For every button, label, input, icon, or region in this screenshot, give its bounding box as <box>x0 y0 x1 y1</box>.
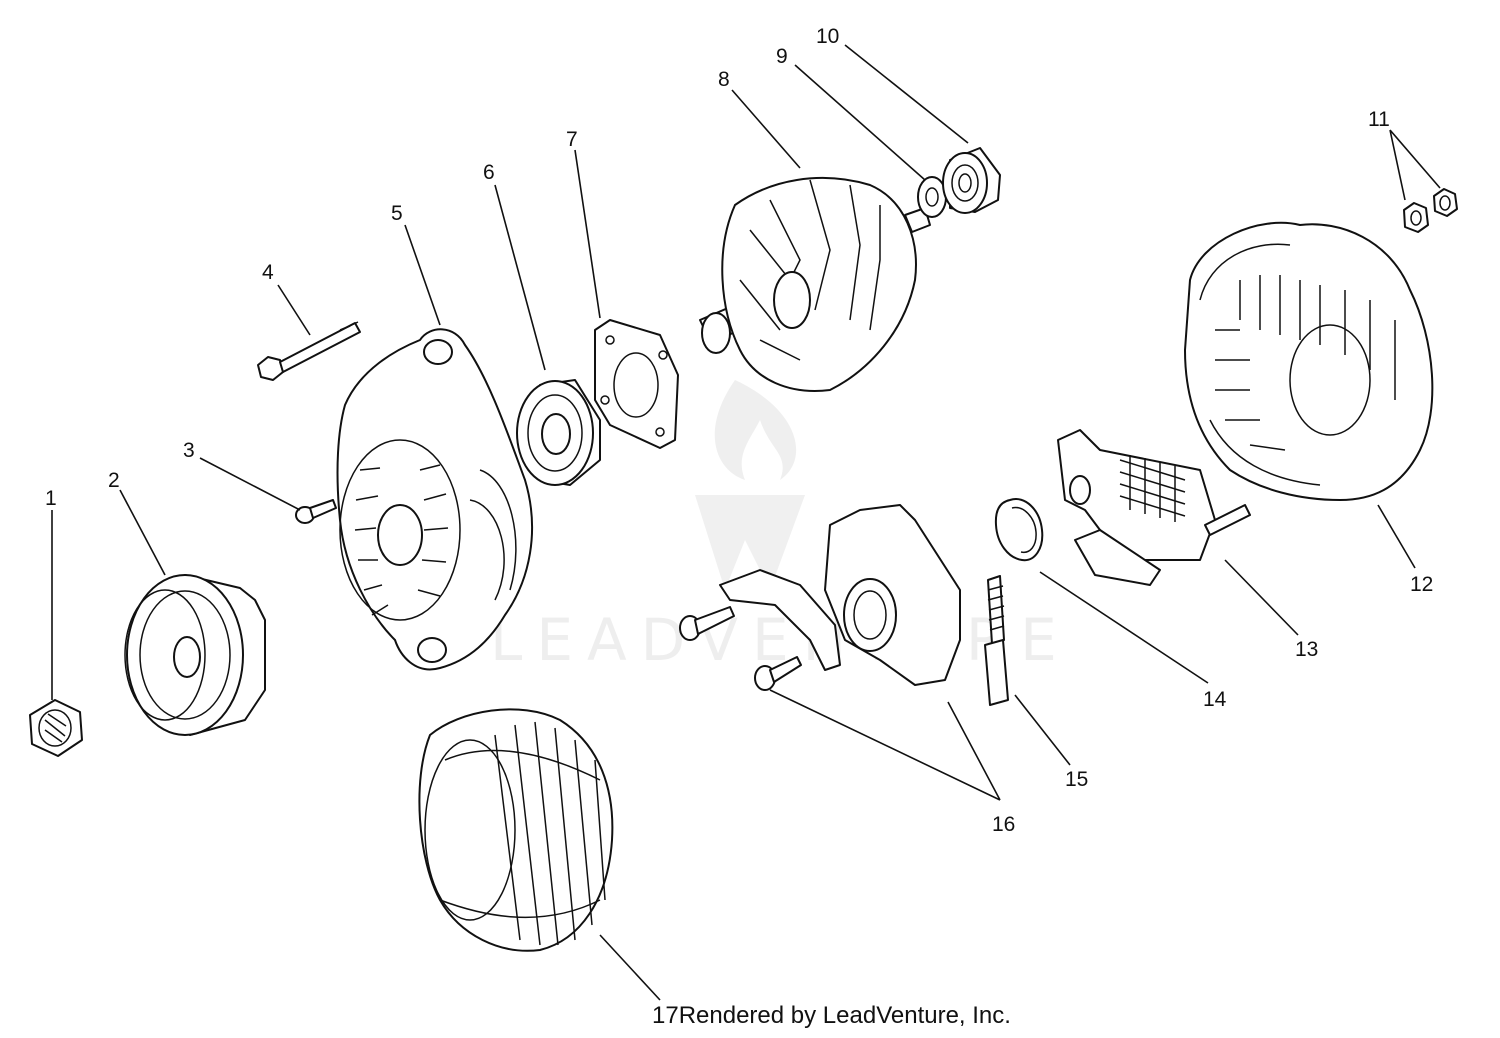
callout-6: 6 <box>483 161 495 184</box>
part-12-rear-housing <box>1184 221 1434 501</box>
watermark-text: LEADVENTURE <box>490 606 1071 674</box>
watermark: LEADVENTURE <box>490 380 1071 674</box>
callout-15: 15 <box>1065 768 1088 791</box>
part-1-nut <box>29 699 83 757</box>
callout-12: 12 <box>1410 573 1433 596</box>
callout-3: 3 <box>183 439 195 462</box>
callout-numbers: 1 2 3 4 5 6 7 8 9 10 11 12 13 14 15 16 <box>45 25 1433 836</box>
part-14-ring <box>994 498 1044 562</box>
callout-8: 8 <box>718 68 730 91</box>
callout-9: 9 <box>776 45 788 68</box>
footer-caption: 17Rendered by LeadVenture, Inc. <box>652 1002 1011 1030</box>
callout-10: 10 <box>816 25 839 48</box>
part-9-washer <box>917 176 947 218</box>
part-8-rotor <box>699 176 931 392</box>
part-11-nuts <box>1403 188 1458 233</box>
part-7-plate <box>594 319 679 449</box>
callout-5: 5 <box>391 202 403 225</box>
part-15-brush <box>984 575 1009 706</box>
callout-17: 17 <box>652 1002 679 1029</box>
part-4-bolt <box>257 321 361 381</box>
callout-16: 16 <box>992 813 1015 836</box>
callout-11: 11 <box>1368 108 1390 131</box>
callout-13: 13 <box>1295 638 1318 661</box>
part-3-screw <box>295 499 337 524</box>
part-13-rectifier <box>1057 429 1251 586</box>
part-17-stator <box>418 708 614 952</box>
part-10-rear-bearing <box>942 147 1001 214</box>
part-6-bearing <box>516 379 601 486</box>
part-2-pulley <box>124 574 266 736</box>
footer-credit: Rendered by LeadVenture, Inc. <box>678 1002 1011 1029</box>
callout-1: 1 <box>45 487 57 510</box>
part-16-brush-holder <box>679 504 961 691</box>
callout-2: 2 <box>108 469 120 492</box>
callout-4: 4 <box>262 261 274 284</box>
callout-7: 7 <box>566 128 578 151</box>
leader-lines <box>51 44 1441 1001</box>
callout-14: 14 <box>1203 688 1227 711</box>
part-5-front-housing <box>336 328 534 671</box>
